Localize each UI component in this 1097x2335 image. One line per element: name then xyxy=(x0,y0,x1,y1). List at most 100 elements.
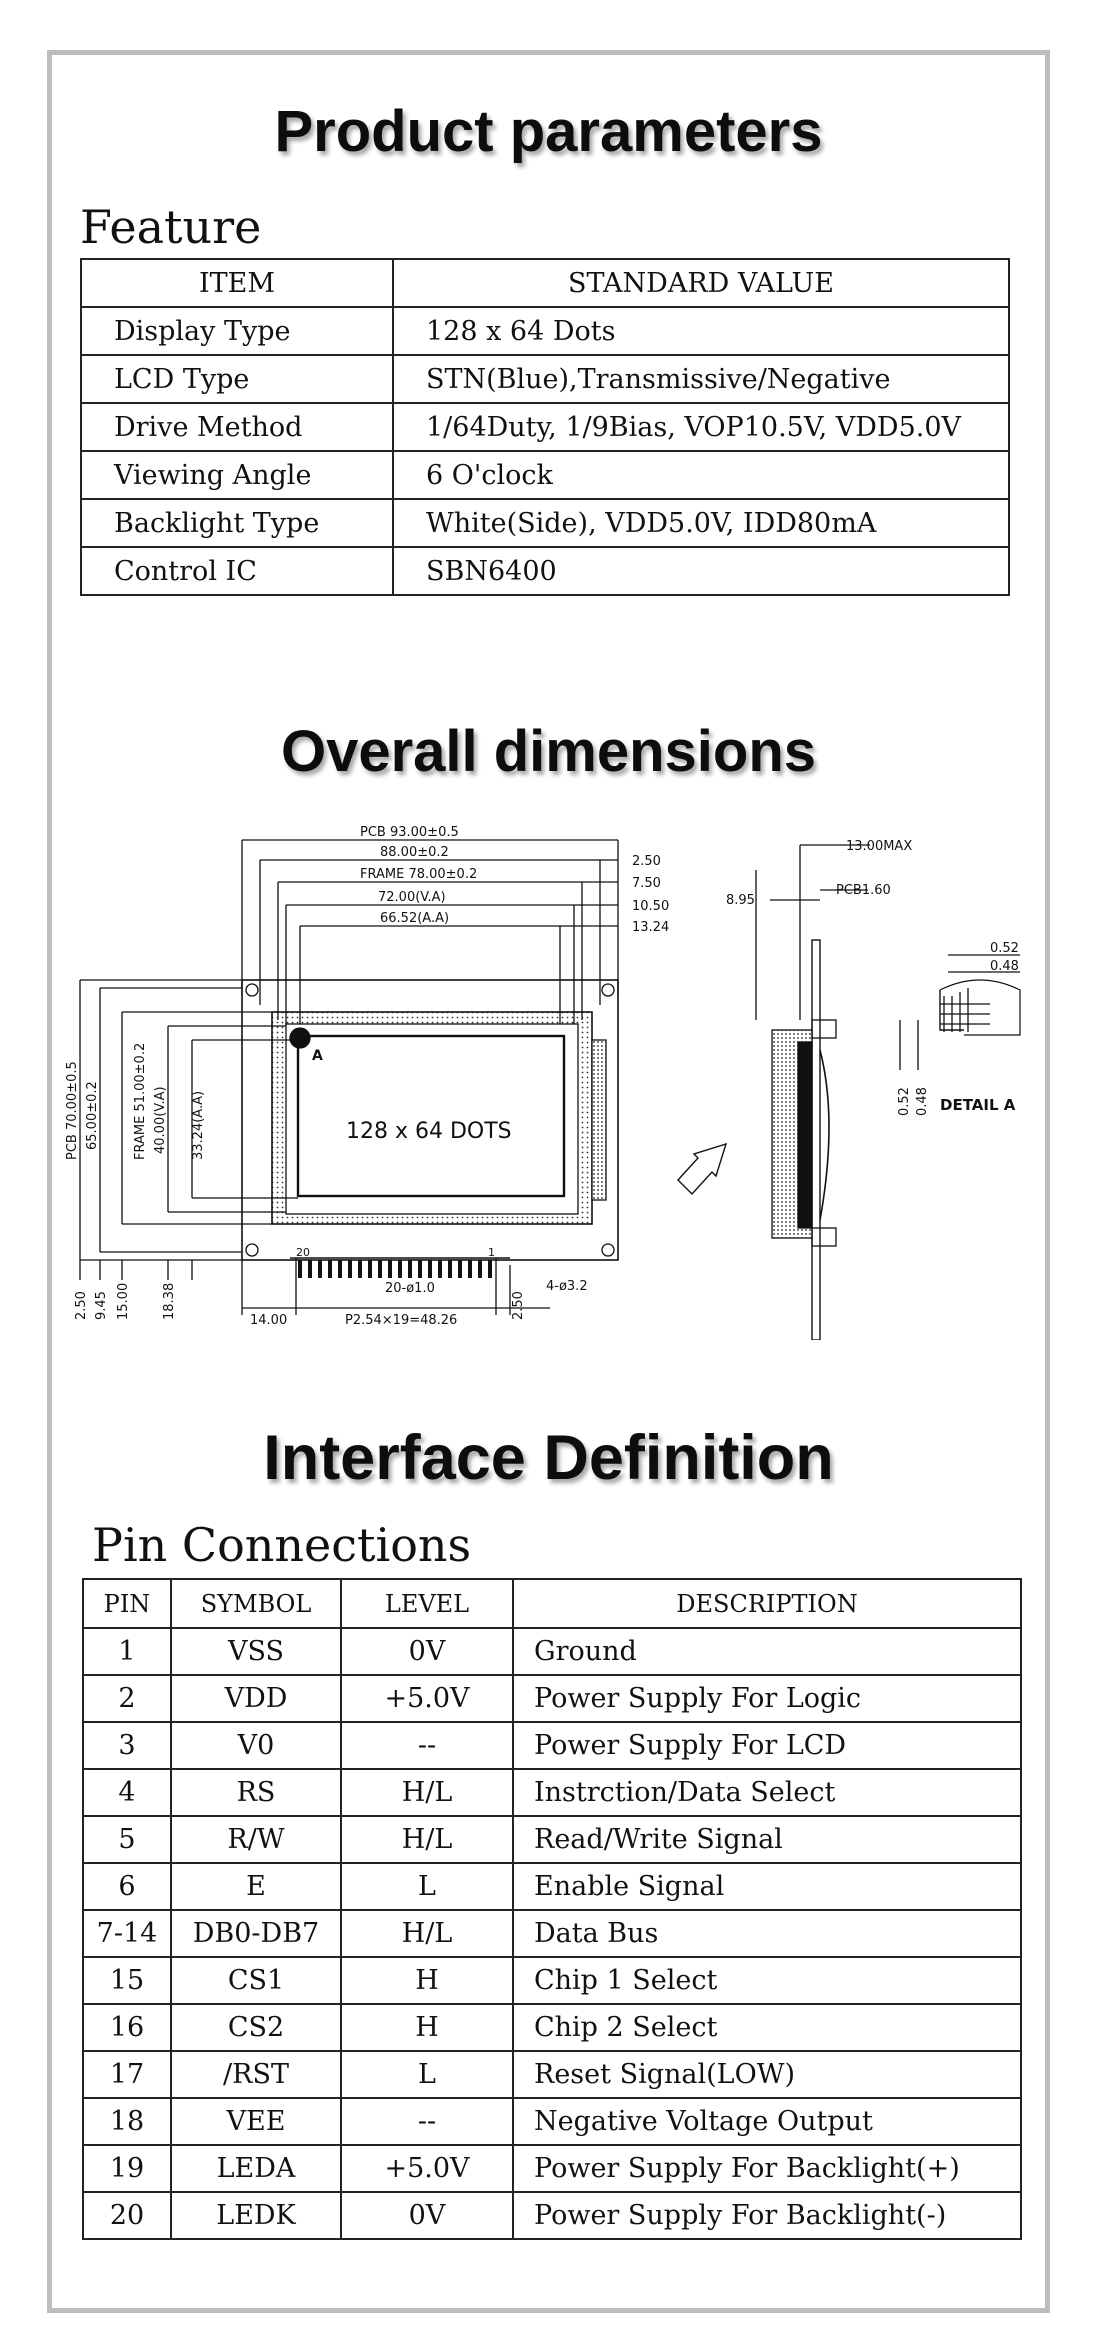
feature-value: 1/64Duty, 1/9Bias, VOP10.5V, VDD5.0V xyxy=(392,402,1010,452)
pin-connections-title: Pin Connections xyxy=(92,1518,472,1572)
pin-symbol: VDD xyxy=(170,1674,342,1723)
detail-048a: 0.48 xyxy=(990,959,1019,974)
detail-052a: 0.52 xyxy=(990,941,1019,956)
pin-symbol: CS2 xyxy=(170,2003,342,2052)
pin-description: Reset Signal(LOW) xyxy=(512,2050,1022,2099)
pin-symbol: CS1 xyxy=(170,1956,342,2005)
pin-level: L xyxy=(340,2050,514,2099)
pin-symbol: VEE xyxy=(170,2097,342,2146)
dim-r1050: 10.50 xyxy=(632,899,669,914)
side-pcb: PCB1.60 xyxy=(836,883,891,898)
pin-level: H/L xyxy=(340,1815,514,1864)
feature-value: 128 x 64 Dots xyxy=(392,306,1010,356)
pin-symbol: /RST xyxy=(170,2050,342,2099)
dim-b250r: 2.50 xyxy=(511,1291,526,1320)
pin-number: 18 xyxy=(82,2097,172,2146)
pin-number: 6 xyxy=(82,1862,172,1911)
dim-pin-holes: 20-ø1.0 xyxy=(385,1281,435,1296)
pin-description: Read/Write Signal xyxy=(512,1815,1022,1864)
pin-symbol: DB0-DB7 xyxy=(170,1909,342,1958)
feature-header-row: ITEM STANDARD VALUE xyxy=(80,258,1010,308)
pin-number: 16 xyxy=(82,2003,172,2052)
pin-level: H/L xyxy=(340,1768,514,1817)
dim-b1838: 18.38 xyxy=(162,1283,177,1320)
dim-pitch: P2.54×19=48.26 xyxy=(345,1313,457,1328)
pin-symbol: LEDA xyxy=(170,2144,342,2193)
pin-symbol: E xyxy=(170,1862,342,1911)
pin-symbol: VSS xyxy=(170,1627,342,1676)
dim-b945: 9.45 xyxy=(94,1291,109,1320)
feature-item: LCD Type xyxy=(80,354,394,404)
pin-header-level: LEVEL xyxy=(340,1578,514,1629)
dim-88: 88.00±0.2 xyxy=(380,845,449,860)
feature-value: White(Side), VDD5.0V, IDD80mA xyxy=(392,498,1010,548)
dim-b250: 2.50 xyxy=(74,1291,89,1320)
dim-mount-holes: 4-ø3.2 xyxy=(546,1279,588,1294)
pin-description: Enable Signal xyxy=(512,1862,1022,1911)
feature-item: Backlight Type xyxy=(80,498,394,548)
interface-definition-heading: Interface Definition xyxy=(263,1423,834,1493)
pin-header-row: PIN SYMBOL LEVEL DESCRIPTION xyxy=(82,1578,1022,1629)
detail-052b: 0.52 xyxy=(897,1087,912,1116)
feature-value: SBN6400 xyxy=(392,546,1010,596)
dim-frame-width: FRAME 78.00±0.2 xyxy=(360,867,477,882)
dim-65: 65.00±0.2 xyxy=(85,1081,100,1150)
pin-number: 3 xyxy=(82,1721,172,1770)
pin-number: 15 xyxy=(82,1956,172,2005)
feature-item: Viewing Angle xyxy=(80,450,394,500)
pin-number: 2 xyxy=(82,1674,172,1723)
overall-dimensions-heading: Overall dimensions xyxy=(280,719,817,784)
pin-number: 5 xyxy=(82,1815,172,1864)
pin-description: Power Supply For LCD xyxy=(512,1721,1022,1770)
pin-description: Chip 2 Select xyxy=(512,2003,1022,2052)
pin-level: +5.0V xyxy=(340,1674,514,1723)
pin-level: H xyxy=(340,2003,514,2052)
pin-symbol: LEDK xyxy=(170,2191,342,2240)
pin-symbol: V0 xyxy=(170,1721,342,1770)
pin-level: 0V xyxy=(340,1627,514,1676)
marker-a: A xyxy=(312,1048,323,1064)
pin-level: +5.0V xyxy=(340,2144,514,2193)
pin-number: 20 xyxy=(82,2191,172,2240)
feature-value: 6 O'clock xyxy=(392,450,1010,500)
pin-number: 1 xyxy=(82,1627,172,1676)
pin1-label: 1 xyxy=(488,1246,495,1259)
pin-level: -- xyxy=(340,1721,514,1770)
pin-description: Chip 1 Select xyxy=(512,1956,1022,2005)
pin-symbol: RS xyxy=(170,1768,342,1817)
pin-header-description: DESCRIPTION xyxy=(512,1578,1022,1629)
detail-label: DETAIL A xyxy=(940,1096,1016,1114)
dim-aa-height: 33.24(A.A) xyxy=(191,1091,206,1160)
pin-header-symbol: SYMBOL xyxy=(170,1578,342,1629)
pin-description: Power Supply For Backlight(+) xyxy=(512,2144,1022,2193)
dim-frame-height: FRAME 51.00±0.2 xyxy=(133,1043,148,1160)
feature-header-value: STANDARD VALUE xyxy=(392,258,1010,308)
dim-r250: 2.50 xyxy=(632,854,661,869)
dim-r750: 7.50 xyxy=(632,876,661,891)
dimension-drawing: PCB 93.00±0.5 88.00±0.2 FRAME 78.00±0.2 … xyxy=(65,825,1021,1340)
dim-va-width: 72.00(V.A) xyxy=(378,890,446,905)
pin-symbol: R/W xyxy=(170,1815,342,1864)
pin-description: Instrction/Data Select xyxy=(512,1768,1022,1817)
dim-va-height: 40.00(V.A) xyxy=(153,1086,168,1154)
product-parameters-heading: Product parameters xyxy=(274,99,823,164)
dim-pcb-width: PCB 93.00±0.5 xyxy=(360,825,459,840)
dim-b1400: 14.00 xyxy=(250,1313,287,1328)
screen-text: 128 x 64 DOTS xyxy=(346,1119,512,1144)
pin-level: -- xyxy=(340,2097,514,2146)
pin-header-pin: PIN xyxy=(82,1578,172,1629)
dim-pcb-height: PCB 70.00±0.5 xyxy=(65,1061,80,1160)
